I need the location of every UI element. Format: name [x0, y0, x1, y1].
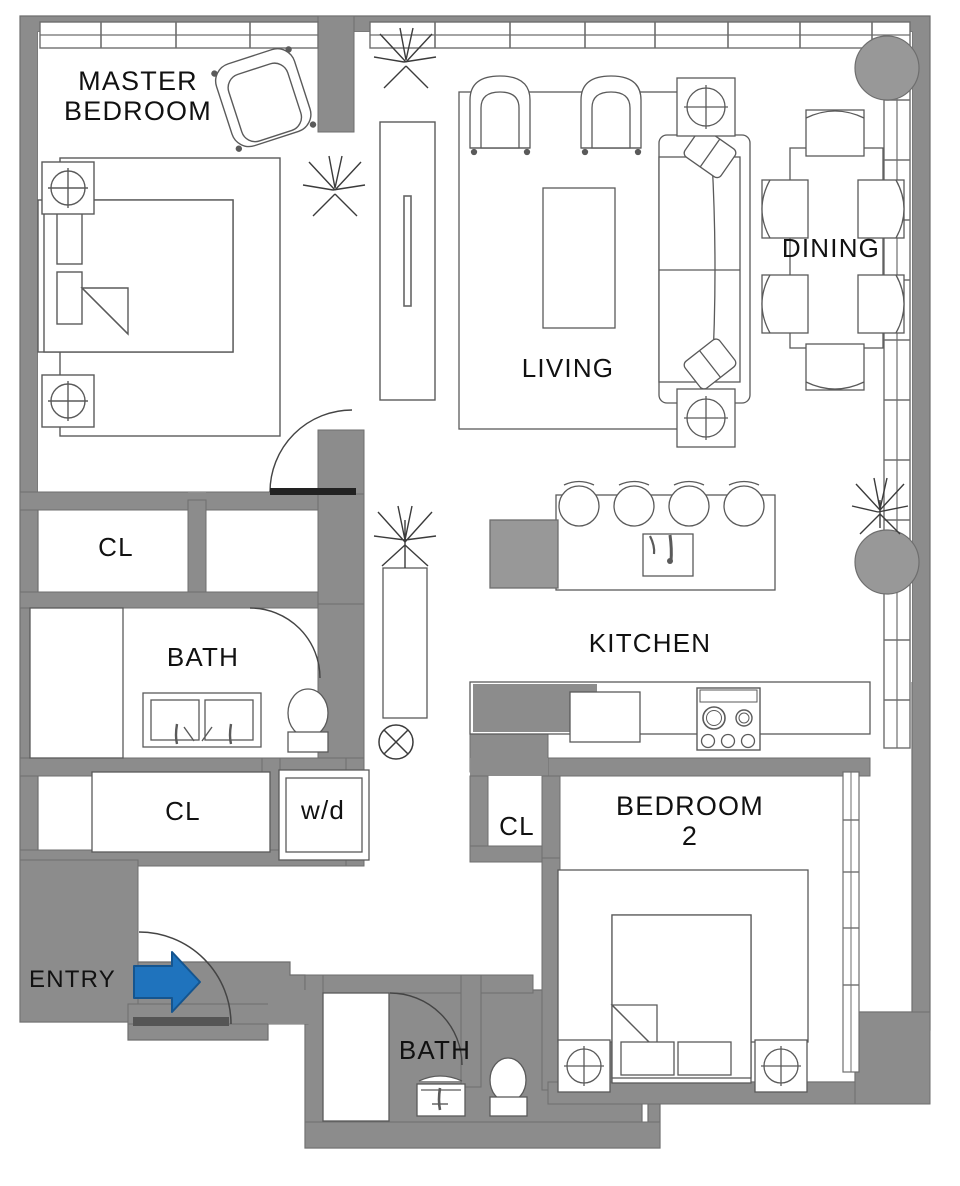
entry-door: [133, 931, 232, 1026]
bar-stool: [723, 480, 765, 527]
master-bedroom-furniture: [37, 46, 317, 437]
dining-furniture: [761, 109, 905, 391]
dining-chair: [857, 274, 905, 334]
plant-icon: [373, 27, 437, 89]
kitchen-sink: [642, 533, 694, 577]
master-bath-door: [249, 607, 321, 679]
plant-icon: [373, 505, 437, 568]
planters: [302, 27, 920, 719]
window-wall-right: [883, 47, 911, 749]
hall-storage: [91, 769, 370, 861]
living-room-furniture: [458, 75, 751, 448]
toilet: [287, 688, 329, 753]
interior-partitions: [19, 15, 931, 1149]
dining-chair: [805, 343, 865, 391]
dining-chair: [805, 109, 865, 157]
dining-chair: [761, 179, 809, 239]
bar-stool: [668, 480, 710, 527]
dining-chair: [761, 274, 809, 334]
planter-round: [854, 529, 920, 595]
media-console: [379, 121, 436, 401]
door-threshold: [133, 1017, 229, 1026]
entry-arrow-icon: [133, 951, 201, 1013]
planter-box: [382, 567, 428, 719]
window-wall-bedroom2: [842, 771, 860, 1073]
plant-icon: [851, 477, 909, 535]
planter-round: [854, 35, 920, 101]
secondary-bath-door: [389, 992, 463, 1066]
master-bedroom-door: [269, 409, 356, 495]
master-bath-fixtures: [29, 607, 329, 759]
kitchen-range: [696, 687, 761, 751]
toilet: [489, 1057, 528, 1117]
bedroom2-furniture: [557, 869, 809, 1093]
bar-stool: [558, 480, 600, 527]
kitchen-fixtures: [469, 480, 871, 751]
secondary-bath-fixtures: [322, 992, 528, 1122]
window-wall-top: [39, 21, 911, 49]
dining-chair: [857, 179, 905, 239]
bar-stool: [613, 480, 655, 527]
floor-drain-icon: [378, 724, 414, 760]
plant-icon: [302, 155, 366, 217]
